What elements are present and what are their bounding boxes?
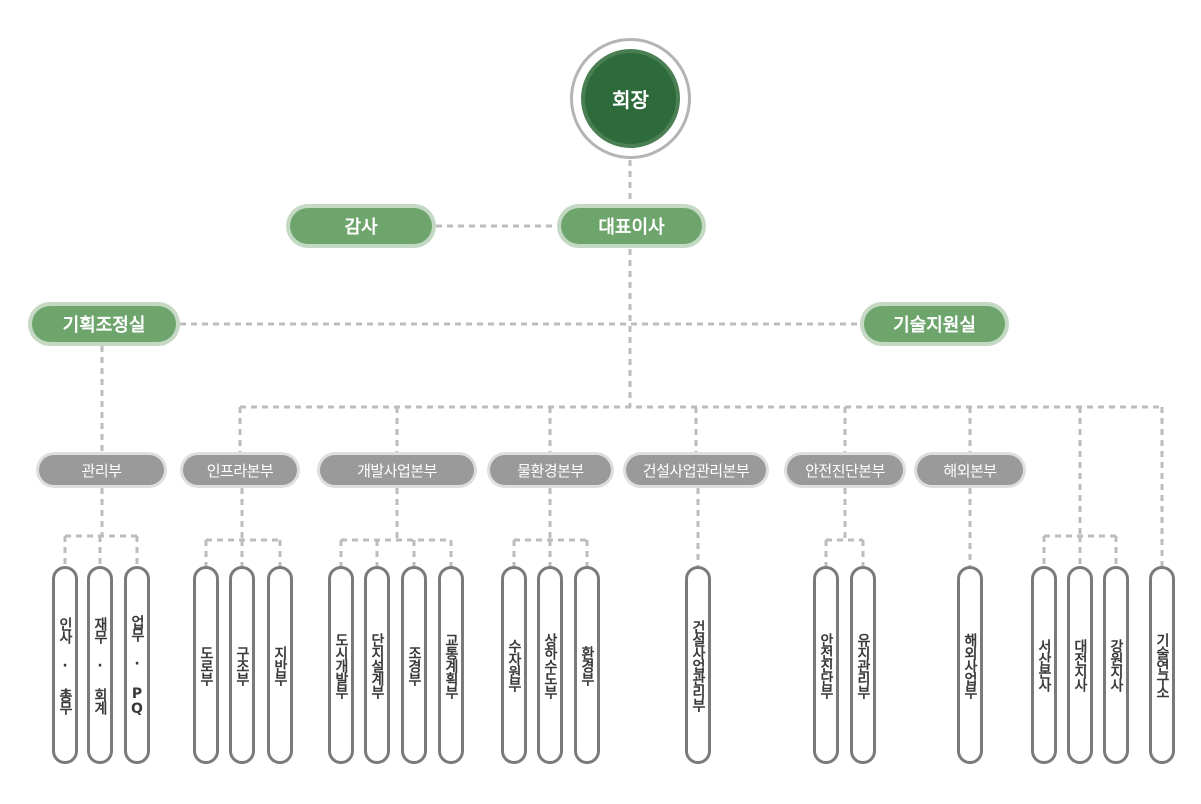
unit-label: 구조부 <box>234 645 250 685</box>
dept-label: 인프라본부 <box>183 455 297 485</box>
ceo-node: 대표이사 <box>557 204 706 248</box>
unit-label: 유지관리부 <box>855 632 871 698</box>
research-institute: 기술연구소 <box>1149 566 1175 764</box>
unit-label: 인사 · 총무 <box>57 616 73 714</box>
unit-label: 교통계획부 <box>443 632 459 698</box>
unit-maintenance: 유지관리부 <box>850 566 876 764</box>
dept-overseas: 해외본부 <box>914 452 1026 488</box>
chairman-node: 회장 <box>581 49 680 148</box>
auditor-label: 감사 <box>290 208 432 244</box>
branch-label: 강원지사 <box>1108 639 1124 691</box>
branch-seosan-hq: 서산본사 <box>1031 566 1057 764</box>
unit-label: 재무 · 회계 <box>92 616 108 714</box>
unit-label: 도시개발부 <box>333 632 349 698</box>
unit-overseas-business: 해외사업부 <box>957 566 983 764</box>
unit-landscape: 조경부 <box>401 566 427 764</box>
unit-urban-development: 도시개발부 <box>328 566 354 764</box>
dept-label: 해외본부 <box>917 455 1023 485</box>
dept-development: 개발사업본부 <box>317 452 477 488</box>
branch-gangwon: 강원지사 <box>1103 566 1129 764</box>
unit-water-resources: 수자원부 <box>501 566 527 764</box>
ceo-label: 대표이사 <box>561 208 702 244</box>
branch-label: 서산본사 <box>1036 639 1052 691</box>
dept-label: 건설사업관리본부 <box>626 455 766 485</box>
unit-label: 조경부 <box>406 645 422 685</box>
unit-construction-management: 건설사업관리부 <box>685 566 711 764</box>
unit-business-pq: 업무 · PQ <box>124 566 150 764</box>
dept-label: 관리부 <box>39 455 164 485</box>
unit-environment: 환경부 <box>574 566 600 764</box>
unit-safety-diagnosis: 안전진단부 <box>813 566 839 764</box>
branch-label: 대전지사 <box>1072 639 1088 691</box>
unit-road: 도로부 <box>193 566 219 764</box>
unit-label: 수자원부 <box>506 639 522 691</box>
unit-structure: 구조부 <box>229 566 255 764</box>
dept-infrastructure: 인프라본부 <box>180 452 300 488</box>
planning-office-label: 기획조정실 <box>32 306 176 342</box>
unit-label: 환경부 <box>579 645 595 685</box>
unit-traffic-planning: 교통계획부 <box>438 566 464 764</box>
unit-finance-accounting: 재무 · 회계 <box>87 566 113 764</box>
dept-construction-management: 건설사업관리본부 <box>623 452 769 488</box>
chairman-label: 회장 <box>612 88 649 112</box>
unit-label: 도로부 <box>198 645 214 685</box>
unit-site-design: 단지설계부 <box>364 566 390 764</box>
dept-label: 개발사업본부 <box>320 455 474 485</box>
unit-geotechnical: 지반부 <box>267 566 293 764</box>
unit-water-sewage: 상하수도부 <box>537 566 563 764</box>
dept-management: 관리부 <box>36 452 167 488</box>
dept-safety-diagnosis: 안전진단본부 <box>784 452 906 488</box>
planning-office-node: 기획조정실 <box>28 302 180 346</box>
unit-label: 해외사업부 <box>962 632 978 698</box>
branch-daejeon: 대전지사 <box>1067 566 1093 764</box>
dept-water-environment: 물환경본부 <box>487 452 614 488</box>
auditor-node: 감사 <box>286 204 436 248</box>
dept-label: 안전진단본부 <box>787 455 903 485</box>
unit-label: 지반부 <box>272 645 288 685</box>
unit-label: 업무 · PQ <box>129 614 145 716</box>
unit-label: 상하수도부 <box>542 632 558 698</box>
unit-label: 단지설계부 <box>369 632 385 698</box>
tech-support-office-node: 기술지원실 <box>860 302 1009 346</box>
research-label: 기술연구소 <box>1154 632 1170 698</box>
tech-support-office-label: 기술지원실 <box>864 306 1005 342</box>
dept-label: 물환경본부 <box>490 455 611 485</box>
unit-hr-general: 인사 · 총무 <box>52 566 78 764</box>
unit-label: 안전진단부 <box>818 632 834 698</box>
unit-label: 건설사업관리부 <box>690 619 706 711</box>
